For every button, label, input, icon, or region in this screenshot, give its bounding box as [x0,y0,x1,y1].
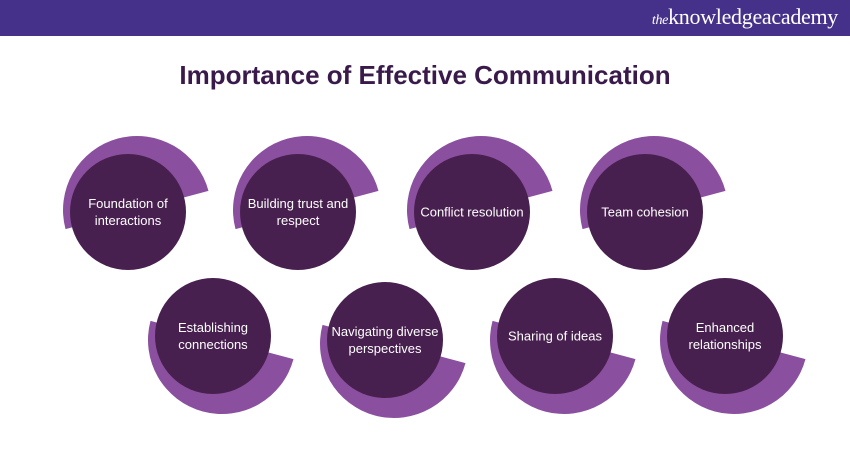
item-label: Team cohesion [601,204,689,220]
item-label: Conflict resolution [420,204,524,220]
item-circle [497,278,613,394]
item-label: Foundation of interactions [88,196,168,228]
header-bar: theknowledgeacademy [0,0,850,36]
brand-logo: theknowledgeacademy [651,4,838,29]
item-circle [667,278,783,394]
page-title: Importance of Effective Communication [179,60,671,90]
item-label: Establishing connections [177,320,249,352]
item-label: Sharing of ideas [508,328,602,344]
item-label: Enhanced relationships [688,320,762,352]
item-circle [327,282,443,398]
item-label: Building trust and respect [247,196,349,228]
item-label: Navigating diverse perspectives [331,324,439,356]
item-circle [240,154,356,270]
item-circle [414,154,530,270]
item-circle [587,154,703,270]
item-circle [70,154,186,270]
item-circle [155,278,271,394]
